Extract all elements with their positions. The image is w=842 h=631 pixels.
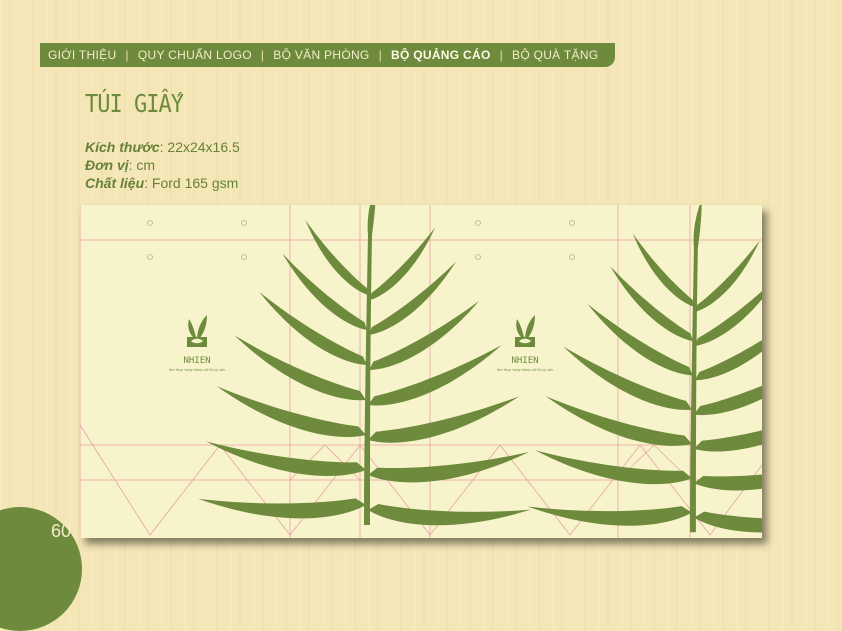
- spec-value: : 22x24x16.5: [159, 139, 240, 155]
- logo-wordmark: NHIEN: [511, 356, 538, 366]
- spec-label: Đơn vị: [85, 157, 129, 173]
- page-title: TÚI GIẤY: [85, 90, 184, 119]
- spec-size: Kích thước: 22x24x16.5: [85, 139, 240, 155]
- nav-separator: |: [260, 48, 265, 62]
- paper-bag-dieline: NHIEN ẩm thực tưng bừng với thuỷ sản NHI…: [80, 205, 762, 538]
- nav-separator: |: [499, 48, 504, 62]
- spec-label: Chất liệu: [85, 175, 145, 191]
- logo-tagline: ẩm thực tưng bừng với thuỷ sản: [497, 367, 553, 372]
- nav-separator: |: [378, 48, 382, 62]
- spec-value: : Ford 165 gsm: [144, 175, 239, 191]
- logo-tagline: ẩm thực tưng bừng với thuỷ sản: [169, 367, 225, 372]
- page-number: 60: [51, 521, 72, 541]
- spec-material: Chất liệu: Ford 165 gsm: [85, 175, 238, 191]
- brand-logo: NHIEN ẩm thực tưng bừng với thuỷ sản: [169, 315, 225, 372]
- nav-item-bo-van-phong[interactable]: BỘ VĂN PHÒNG: [273, 48, 370, 62]
- nav-item-bo-quang-cao[interactable]: BỘ QUẢNG CÁO: [390, 48, 491, 62]
- nav-item-gioi-thieu[interactable]: GIỚI THIỆU: [48, 48, 117, 62]
- nav-separator: |: [125, 48, 129, 62]
- punch-holes: [147, 220, 575, 260]
- logo-wordmark: NHIEN: [183, 356, 210, 366]
- nav-item-bo-qua-tang[interactable]: BỘ QUÀ TẶNG: [512, 48, 599, 62]
- spec-value: : cm: [128, 157, 156, 173]
- nav-item-quy-chuan-logo[interactable]: QUY CHUẨN LOGO: [137, 48, 252, 62]
- spec-label: Kích thước: [85, 139, 160, 155]
- top-navigation: GIỚI THIỆU | QUY CHUẨN LOGO | BỘ VĂN PHÒ…: [40, 43, 615, 67]
- spec-unit: Đơn vị: cm: [85, 157, 155, 173]
- brand-logo: NHIEN ẩm thực tưng bừng với thuỷ sản: [497, 315, 553, 372]
